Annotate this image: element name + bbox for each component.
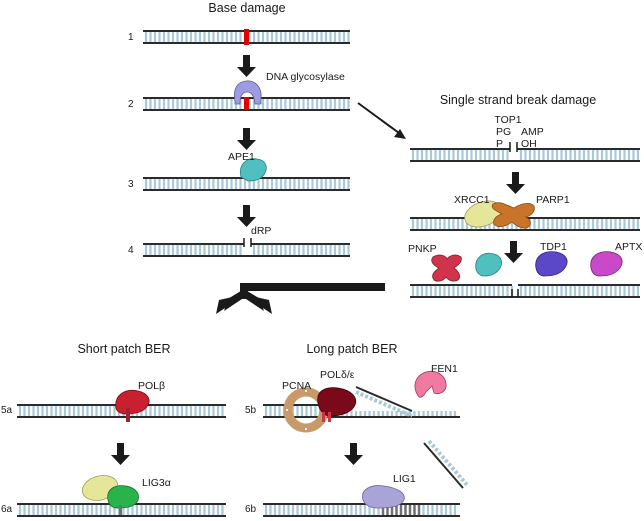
arrow-down-2 <box>237 128 256 150</box>
step-label-2: 2 <box>128 99 134 110</box>
label-lig1: LIG1 <box>393 473 416 485</box>
label-tdp1: TDP1 <box>540 241 567 253</box>
lig1-enzyme <box>362 485 405 509</box>
header-long-patch-ber: Long patch BER <box>306 342 397 356</box>
label-xrcc1: XRCC1 <box>454 194 490 206</box>
ssb-nick-ends <box>509 142 518 152</box>
step-label-5a: 5a <box>1 405 13 416</box>
dna-step-4 <box>143 243 350 257</box>
label-p: P <box>496 138 503 150</box>
step-label-1: 1 <box>128 32 134 43</box>
label-polde: POLδ/ε <box>320 369 355 381</box>
released-flap <box>423 439 470 489</box>
step-label-4: 4 <box>128 245 134 256</box>
polb-enzyme <box>115 389 150 422</box>
label-top1: TOP1 <box>494 114 521 126</box>
label-fen1: FEN1 <box>431 363 458 375</box>
arrow-down-3 <box>237 205 256 227</box>
ape1-enzyme <box>239 158 267 182</box>
lig3a-enzyme <box>81 475 139 515</box>
parp1-enzyme <box>491 202 535 229</box>
label-amp: AMP <box>521 126 544 138</box>
ape1-ssb-enzyme <box>475 252 502 277</box>
step-label-3: 3 <box>128 179 134 190</box>
dna-duplexes <box>17 30 640 517</box>
label-pg: PG <box>496 126 511 138</box>
header-base-damage: Base damage <box>208 1 285 15</box>
label-drp: dRP <box>251 225 271 237</box>
ssb-nick-ends-lower <box>511 289 519 297</box>
dna-ssb-2 <box>410 217 640 231</box>
dna-step-5a <box>17 404 226 418</box>
damaged-base <box>244 29 249 45</box>
label-ape1: APE1 <box>228 151 255 163</box>
arrow-down-ssb-1 <box>506 172 525 194</box>
label-polb: POLβ <box>138 380 165 392</box>
flipped-base <box>244 97 249 110</box>
step-label-6b: 6b <box>245 504 257 515</box>
inserted-base <box>126 408 130 422</box>
label-oh: OH <box>521 138 537 150</box>
branch-bar <box>240 283 385 291</box>
step-label-5b: 5b <box>245 405 257 416</box>
aptx-enzyme <box>590 251 623 277</box>
header-short-patch-ber: Short patch BER <box>77 342 170 356</box>
tdp1-enzyme <box>535 251 568 277</box>
branch-arrow <box>216 283 385 314</box>
pnkp-enzyme <box>431 254 462 282</box>
label-pcna: PCNA <box>282 380 311 392</box>
step-label-6a: 6a <box>1 504 13 515</box>
dna-step-6b <box>263 503 460 517</box>
displaced-flap <box>355 386 413 418</box>
drp-gap-ends <box>243 238 252 247</box>
header-single-strand-break: Single strand break damage <box>440 93 596 107</box>
dna-ssb-3 <box>410 284 640 298</box>
label-lig3a: LIG3α <box>142 477 171 489</box>
arrow-down-1 <box>237 55 256 77</box>
glycosylase-enzyme <box>234 80 262 110</box>
label-dna-glycosylase: DNA glycosylase <box>266 71 345 83</box>
branch-arrowhead-right <box>242 294 272 314</box>
label-pnkp: PNKP <box>408 243 437 255</box>
dna-ssb-1 <box>410 148 640 162</box>
ligated-base <box>119 505 122 515</box>
polde-enzyme <box>317 387 357 422</box>
arrow-down-ssb-2 <box>504 241 523 263</box>
flow-arrows <box>111 55 525 465</box>
arrow-down-short <box>111 443 130 465</box>
arrow-down-long <box>344 443 363 465</box>
label-aptx: APTX <box>615 241 642 253</box>
arrow-to-ssb <box>357 102 406 139</box>
label-parp1: PARP1 <box>536 194 570 206</box>
branch-arrowhead-left <box>216 294 246 314</box>
dna-step-6a <box>17 503 226 517</box>
fen1-enzyme <box>414 370 447 398</box>
